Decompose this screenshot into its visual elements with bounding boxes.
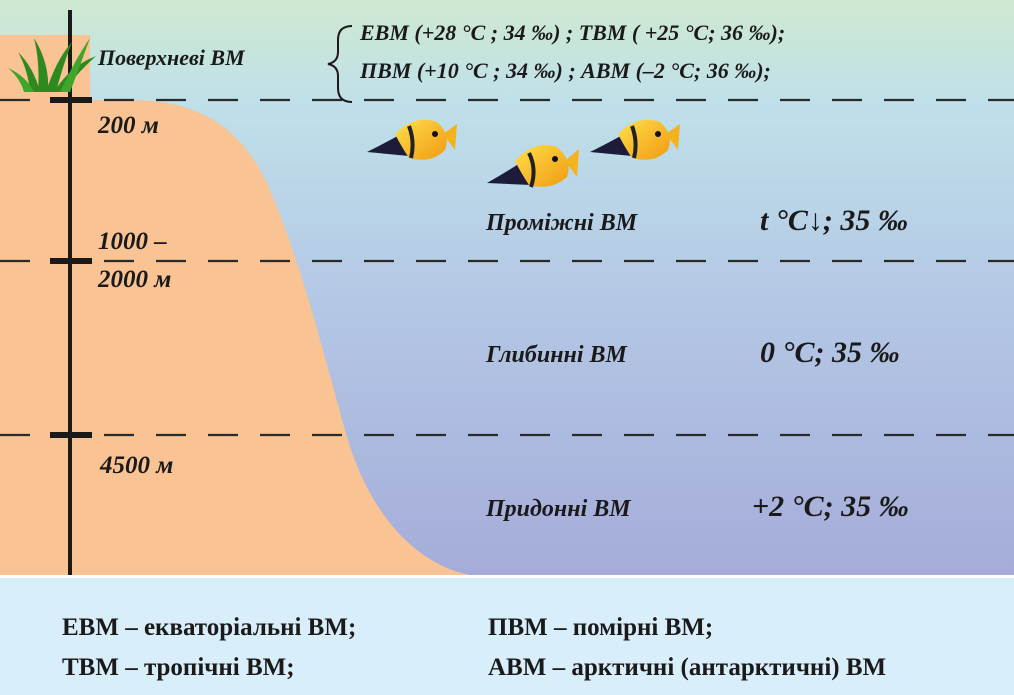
zone-intermediate-params: t °C↓; 35 ‰ xyxy=(760,204,908,237)
zone-intermediate-name: Проміжні ВМ xyxy=(486,210,638,236)
depth-label-200: 200 м xyxy=(98,112,159,139)
fish-icon xyxy=(590,119,680,160)
legend-item-equatorial: ЕВМ – екваторіальні ВМ; xyxy=(62,614,357,641)
depth-label-2000: 2000 м xyxy=(98,266,172,293)
grass-icon xyxy=(8,38,96,92)
fish-icon xyxy=(367,119,457,160)
zone-deep-params: 0 °C; 35 ‰ xyxy=(760,336,900,369)
zone-bottom-params: +2 °C; 35 ‰ xyxy=(752,490,909,523)
zone-bottom-name: Придонні ВМ xyxy=(486,496,631,522)
surface-label: Поверхневі ВМ xyxy=(98,45,245,70)
legend-background xyxy=(0,577,1014,695)
depth-label-1000: 1000 – xyxy=(98,228,167,255)
continental-slope xyxy=(0,0,470,575)
legend-item-tropical: ТВМ – тропічні ВМ; xyxy=(62,654,295,681)
legend-item-temperate: ПВМ – помірні ВМ; xyxy=(488,614,714,641)
surface-bracket xyxy=(327,25,353,103)
legend-separator xyxy=(0,575,1014,578)
zone-deep-name: Глибинні ВМ xyxy=(486,342,627,368)
legend-item-arctic: АВМ – арктичні (антарктичні) ВМ xyxy=(488,654,887,681)
surface-line-1: ЕВМ (+28 °C ; 34 ‰) ; ТВМ ( +25 °C; 36 ‰… xyxy=(360,20,786,45)
surface-line-2: ПВМ (+10 °C ; 34 ‰) ; АВМ (–2 °C; 36 ‰); xyxy=(360,58,771,83)
depth-label-4500: 4500 м xyxy=(100,452,174,479)
fish-icon xyxy=(487,144,579,188)
